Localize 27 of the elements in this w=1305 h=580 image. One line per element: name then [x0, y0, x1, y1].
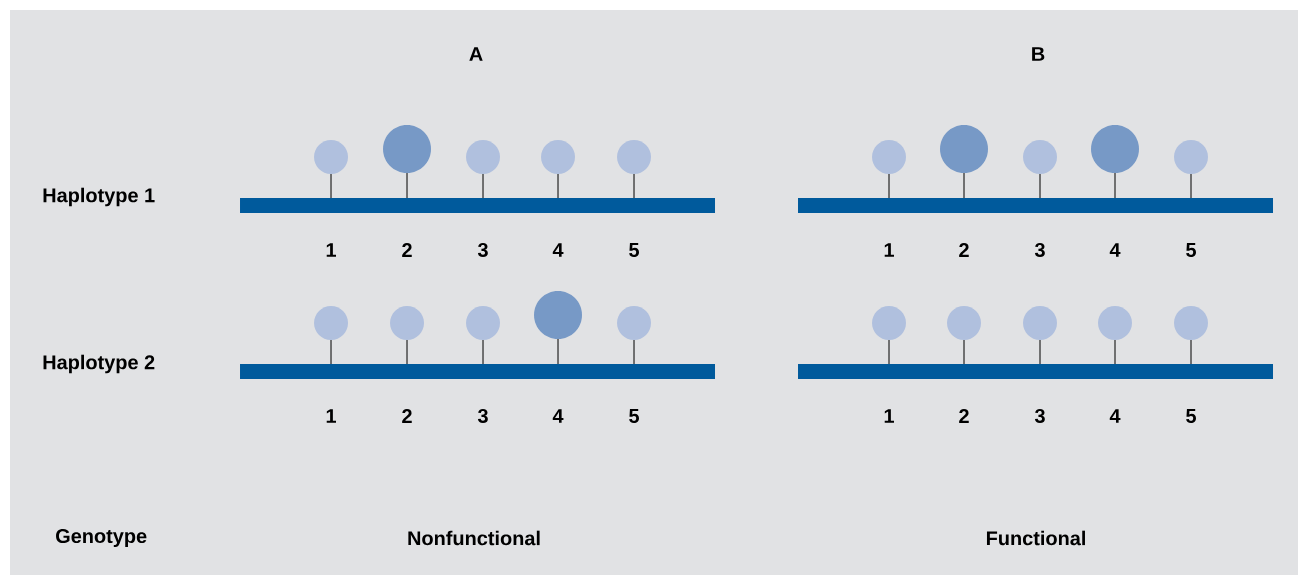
position-number: 3 — [477, 242, 488, 258]
position-number: 3 — [1034, 242, 1045, 258]
genotype-label: Nonfunctional — [408, 530, 540, 546]
position-number: 2 — [959, 243, 969, 257]
position-number: 4 — [552, 409, 564, 423]
position-number: 1 — [884, 243, 894, 257]
position-number: 2 — [959, 409, 969, 423]
row-label: Haplotype 1 — [43, 187, 155, 207]
position-number: 5 — [1186, 409, 1196, 423]
position-number: 2 — [402, 409, 412, 423]
position-number: 4 — [552, 243, 564, 257]
column-heading: A — [469, 47, 483, 61]
row-label: Haplotype 2 — [43, 354, 155, 374]
position-number: 5 — [1186, 243, 1196, 257]
column-heading: B — [1032, 47, 1045, 61]
position-number: 4 — [1109, 243, 1121, 257]
position-number: 1 — [884, 409, 894, 423]
row-label: Genotype — [56, 529, 147, 547]
position-number: 1 — [326, 243, 336, 257]
position-number: 5 — [629, 409, 639, 423]
genotype-label: Functional — [986, 530, 1085, 546]
position-number: 5 — [629, 243, 639, 257]
position-number: 3 — [477, 408, 488, 424]
position-number: 3 — [1034, 408, 1045, 424]
position-number: 2 — [402, 243, 412, 257]
position-number: 4 — [1109, 409, 1121, 423]
position-number: 1 — [326, 409, 336, 423]
